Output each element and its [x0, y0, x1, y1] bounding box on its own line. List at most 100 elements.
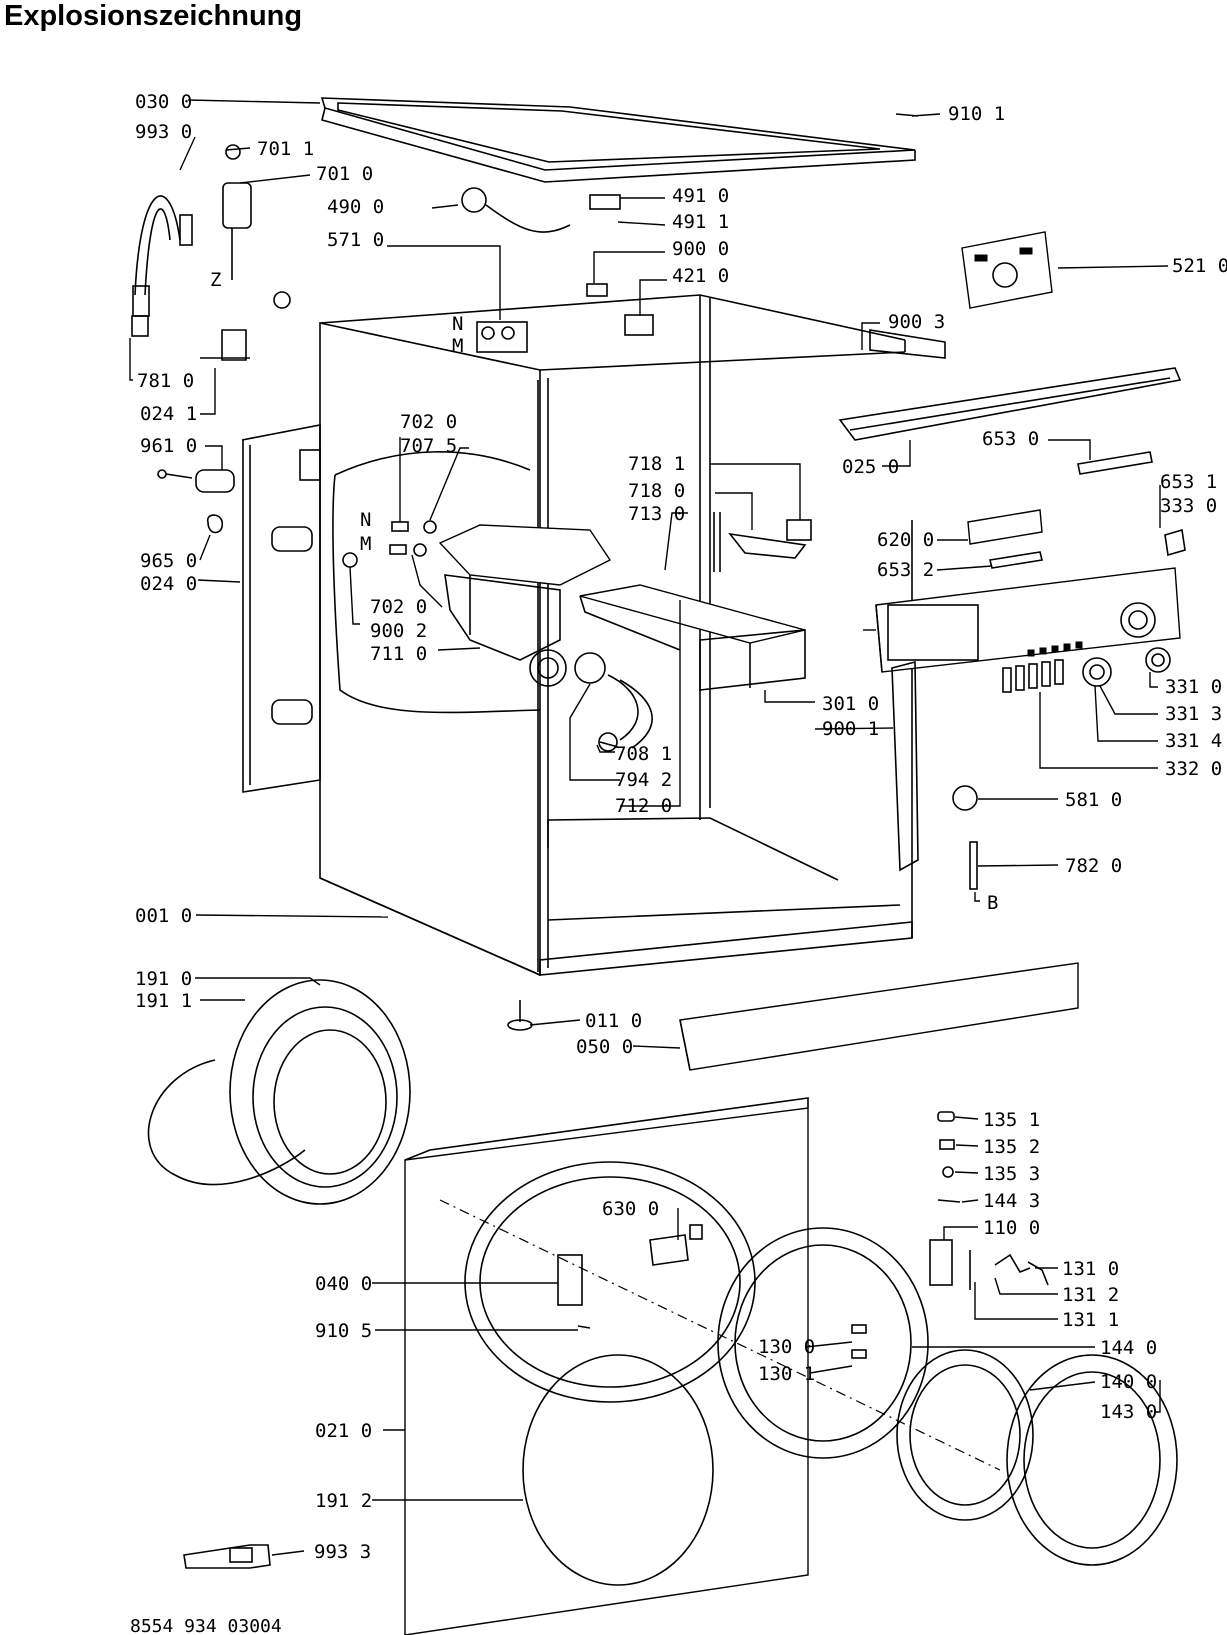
- tool-drawing: [183, 1544, 271, 1569]
- part-number: 301 0: [822, 693, 879, 715]
- part-number: 030 0: [135, 91, 192, 113]
- part-number: 131 2: [1062, 1284, 1119, 1306]
- part-number: 900 2: [370, 620, 427, 642]
- part-number: 331 0: [1165, 676, 1222, 698]
- part-number: 011 0: [585, 1010, 642, 1032]
- door-frame-drawing: [717, 1227, 929, 1459]
- front-panel-drawing: [404, 1097, 809, 1635]
- dispenser-housing-drawing: [438, 524, 612, 687]
- switch-block-drawing: [786, 519, 812, 541]
- part-number: 144 0: [1100, 1337, 1157, 1359]
- part-number: 191 0: [135, 968, 192, 990]
- lever-drawing: [728, 532, 807, 559]
- part-number: 571 0: [327, 229, 384, 251]
- part-number: 521 0: [1172, 255, 1227, 277]
- part-number: 191 1: [135, 990, 192, 1012]
- part-number: 001 0: [135, 905, 192, 927]
- solenoid-valve-drawing: [476, 321, 528, 353]
- part-number: 711 0: [370, 643, 427, 665]
- inlet-hose-drawing: [131, 144, 291, 361]
- part-number: 993 3: [314, 1541, 371, 1563]
- part-number: 025 0: [842, 456, 899, 478]
- bracket-bar-drawing: [1077, 451, 1153, 475]
- kickplate-drawing: [679, 962, 1079, 1071]
- small-bar-drawing: [989, 551, 1043, 569]
- door-glass-drawing: [896, 1349, 1034, 1521]
- dispenser-drawer-drawing: [579, 584, 806, 691]
- part-number: 135 2: [983, 1136, 1040, 1158]
- part-number: 900 1: [822, 718, 879, 740]
- rear-panel-drawing: [241, 424, 321, 793]
- part-number: 040 0: [315, 1273, 372, 1295]
- part-number: 144 3: [983, 1190, 1040, 1212]
- part-number: 332 0: [1165, 758, 1222, 780]
- part-number: 110 0: [983, 1217, 1040, 1239]
- part-number: 333 0: [1160, 495, 1217, 517]
- part-number: 131 0: [1062, 1258, 1119, 1280]
- part-number: 050 0: [576, 1036, 633, 1058]
- outer-door-ring-drawing: [1006, 1354, 1178, 1566]
- part-number: 630 0: [602, 1198, 659, 1220]
- cabinet-body-drawing: [319, 294, 913, 977]
- part-number: 782 0: [1065, 855, 1122, 877]
- pressure-switch-drawing: [952, 785, 978, 811]
- door-seal-drawing: [147, 979, 411, 1205]
- connection-letter: B: [987, 892, 998, 914]
- part-drawings: [131, 97, 1186, 1635]
- part-number: 130 0: [758, 1336, 815, 1358]
- part-number: 135 1: [983, 1109, 1040, 1131]
- part-number: 421 0: [672, 265, 729, 287]
- part-number: 135 3: [983, 1163, 1040, 1185]
- part-number: 707 5: [400, 435, 457, 457]
- connection-letter: N: [360, 509, 371, 531]
- part-number: 794 2: [615, 769, 672, 791]
- top-lid-drawing: [320, 97, 916, 183]
- part-number: 653 0: [982, 428, 1039, 450]
- hinge-drawing: [929, 1239, 1049, 1290]
- part-number: 021 0: [315, 1420, 372, 1442]
- part-number: 708 1: [615, 743, 672, 765]
- part-number: 581 0: [1065, 789, 1122, 811]
- control-panel-drawing: [875, 567, 1181, 673]
- page-title: Explosionszeichnung: [4, 0, 303, 32]
- connection-letter: M: [360, 533, 371, 555]
- pcb-drawing: [961, 231, 1053, 309]
- part-number: 965 0: [140, 550, 197, 572]
- part-number: 331 4: [1165, 730, 1222, 752]
- connector-m-drawing: [389, 544, 407, 555]
- latch-drawing: [1164, 528, 1186, 557]
- wiring-harness-drawing: [461, 187, 654, 336]
- foot-drawing: [507, 1000, 533, 1031]
- part-number: 131 1: [1062, 1309, 1119, 1331]
- leader-lines: [129, 99, 1169, 1556]
- connector-n-drawing: [391, 521, 409, 532]
- part-number: 653 2: [877, 559, 934, 581]
- filter-drawing: [157, 469, 235, 534]
- connection-letter: Z: [210, 269, 221, 291]
- part-number: 024 1: [140, 403, 197, 425]
- side-strip-drawing: [891, 660, 919, 872]
- part-number: 620 0: [877, 529, 934, 551]
- side-bar-drawing: [869, 329, 946, 359]
- part-number: 900 3: [888, 311, 945, 333]
- rod-drawing: [969, 841, 978, 890]
- connection-letters: N M N M Z B: [210, 269, 998, 914]
- knob-drawing: [1082, 657, 1112, 687]
- part-number: 191 2: [315, 1490, 372, 1512]
- bellows-hose-drawing: [574, 652, 653, 752]
- part-number: 491 0: [672, 185, 729, 207]
- part-number-labels: 030 0 993 0 701 1 701 0 490 0 571 0 491 …: [135, 91, 1227, 1563]
- connection-letter: N: [452, 313, 463, 335]
- part-number: 910 1: [948, 103, 1005, 125]
- part-number: 331 3: [1165, 703, 1222, 725]
- part-number: 653 1: [1160, 471, 1217, 493]
- part-number: 713 0: [628, 503, 685, 525]
- part-number: 702 0: [370, 596, 427, 618]
- part-number: 900 0: [672, 238, 729, 260]
- part-number: 130 1: [758, 1363, 815, 1385]
- part-number: 718 1: [628, 453, 685, 475]
- connection-letter: M: [452, 335, 463, 357]
- part-number: 910 5: [315, 1320, 372, 1342]
